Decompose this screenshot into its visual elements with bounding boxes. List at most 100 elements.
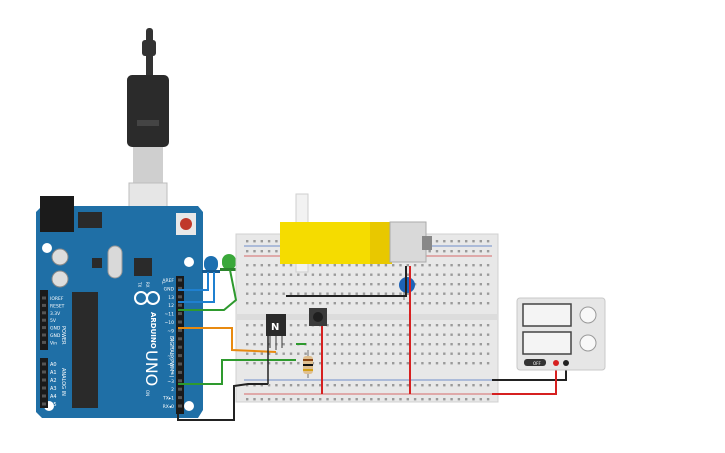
breadboard-hole[interactable] (443, 384, 446, 387)
breadboard-hole[interactable] (355, 333, 358, 336)
breadboard-hole[interactable] (253, 333, 256, 336)
breadboard-hole[interactable] (260, 283, 263, 286)
breadboard-hole[interactable] (348, 302, 351, 305)
breadboard-hole[interactable] (428, 292, 431, 295)
breadboard-hole[interactable] (275, 250, 278, 253)
breadboard-hole[interactable] (275, 362, 278, 365)
breadboard-hole[interactable] (297, 384, 300, 387)
breadboard-hole[interactable] (443, 283, 446, 286)
breadboard-hole[interactable] (392, 384, 395, 387)
power-pin-hole[interactable] (42, 326, 46, 330)
breadboard-hole[interactable] (479, 283, 482, 286)
breadboard-hole[interactable] (319, 362, 322, 365)
breadboard-hole[interactable] (465, 362, 468, 365)
breadboard-hole[interactable] (413, 398, 417, 401)
breadboard-hole[interactable] (253, 240, 256, 243)
breadboard-hole[interactable] (384, 264, 388, 267)
breadboard-hole[interactable] (413, 333, 417, 336)
breadboard-hole[interactable] (297, 283, 300, 286)
breadboard-hole[interactable] (377, 333, 380, 336)
breadboard-hole[interactable] (392, 292, 395, 295)
breadboard-hole[interactable] (384, 292, 388, 295)
breadboard-hole[interactable] (297, 324, 300, 327)
digital-pin-hole[interactable] (178, 354, 182, 358)
breadboard-hole[interactable] (289, 333, 293, 336)
breadboard-hole[interactable] (282, 292, 285, 295)
breadboard-hole[interactable] (384, 283, 388, 286)
breadboard-hole[interactable] (486, 352, 490, 355)
breadboard-hole[interactable] (450, 264, 453, 267)
breadboard-hole[interactable] (479, 362, 482, 365)
breadboard-hole[interactable] (289, 302, 293, 305)
digital-pin-hole[interactable] (178, 379, 182, 383)
breadboard-hole[interactable] (406, 273, 409, 276)
breadboard-hole[interactable] (465, 292, 468, 295)
breadboard-hole[interactable] (267, 240, 271, 243)
breadboard-hole[interactable] (435, 292, 439, 295)
breadboard-hole[interactable] (370, 302, 373, 305)
breadboard-hole[interactable] (384, 352, 388, 355)
breadboard-hole[interactable] (435, 302, 439, 305)
breadboard-hole[interactable] (297, 398, 300, 401)
breadboard-hole[interactable] (326, 343, 329, 346)
breadboard-hole[interactable] (340, 333, 344, 336)
breadboard-hole[interactable] (435, 343, 439, 346)
breadboard-hole[interactable] (421, 343, 424, 346)
breadboard-hole[interactable] (399, 398, 402, 401)
breadboard-hole[interactable] (319, 333, 322, 336)
breadboard-hole[interactable] (370, 362, 373, 365)
breadboard-hole[interactable] (253, 302, 256, 305)
breadboard-hole[interactable] (311, 343, 315, 346)
breadboard-hole[interactable] (443, 273, 446, 276)
breadboard-hole[interactable] (443, 343, 446, 346)
breadboard-hole[interactable] (377, 302, 380, 305)
breadboard-hole[interactable] (319, 398, 322, 401)
breadboard-hole[interactable] (435, 398, 439, 401)
breadboard-hole[interactable] (486, 324, 490, 327)
positive-terminal[interactable] (553, 360, 559, 366)
breadboard-hole[interactable] (260, 384, 263, 387)
breadboard-hole[interactable] (355, 324, 358, 327)
breadboard-hole[interactable] (450, 362, 453, 365)
breadboard-hole[interactable] (275, 292, 278, 295)
breadboard-hole[interactable] (479, 273, 482, 276)
breadboard-hole[interactable] (443, 264, 446, 267)
breadboard-hole[interactable] (472, 362, 475, 365)
breadboard-hole[interactable] (260, 240, 263, 243)
breadboard-hole[interactable] (472, 273, 475, 276)
breadboard-hole[interactable] (311, 264, 315, 267)
breadboard-hole[interactable] (479, 250, 482, 253)
breadboard-hole[interactable] (392, 324, 395, 327)
breadboard-hole[interactable] (472, 398, 475, 401)
digital-pin-hole[interactable] (178, 345, 182, 349)
breadboard-hole[interactable] (340, 398, 344, 401)
breadboard-hole[interactable] (421, 324, 424, 327)
breadboard-hole[interactable] (246, 398, 249, 401)
breadboard-hole[interactable] (348, 384, 351, 387)
breadboard-hole[interactable] (319, 352, 322, 355)
breadboard-hole[interactable] (253, 273, 256, 276)
breadboard-hole[interactable] (457, 273, 461, 276)
breadboard-hole[interactable] (348, 283, 351, 286)
breadboard-hole[interactable] (319, 302, 322, 305)
breadboard-hole[interactable] (472, 324, 475, 327)
breadboard-hole[interactable] (392, 343, 395, 346)
breadboard-hole[interactable] (304, 384, 307, 387)
breadboard-hole[interactable] (333, 398, 336, 401)
breadboard-hole[interactable] (340, 264, 344, 267)
breadboard-hole[interactable] (443, 398, 446, 401)
digital-pin-hole[interactable] (178, 404, 182, 408)
breadboard-hole[interactable] (465, 264, 468, 267)
breadboard-hole[interactable] (435, 250, 439, 253)
breadboard-hole[interactable] (384, 273, 388, 276)
breadboard-hole[interactable] (377, 384, 380, 387)
breadboard-hole[interactable] (326, 324, 329, 327)
analog-pin-hole[interactable] (42, 402, 46, 406)
breadboard-hole[interactable] (486, 250, 490, 253)
breadboard-hole[interactable] (384, 333, 388, 336)
breadboard-hole[interactable] (428, 333, 431, 336)
breadboard-hole[interactable] (428, 250, 431, 253)
breadboard-hole[interactable] (304, 398, 307, 401)
breadboard-hole[interactable] (486, 283, 490, 286)
breadboard-hole[interactable] (450, 343, 453, 346)
